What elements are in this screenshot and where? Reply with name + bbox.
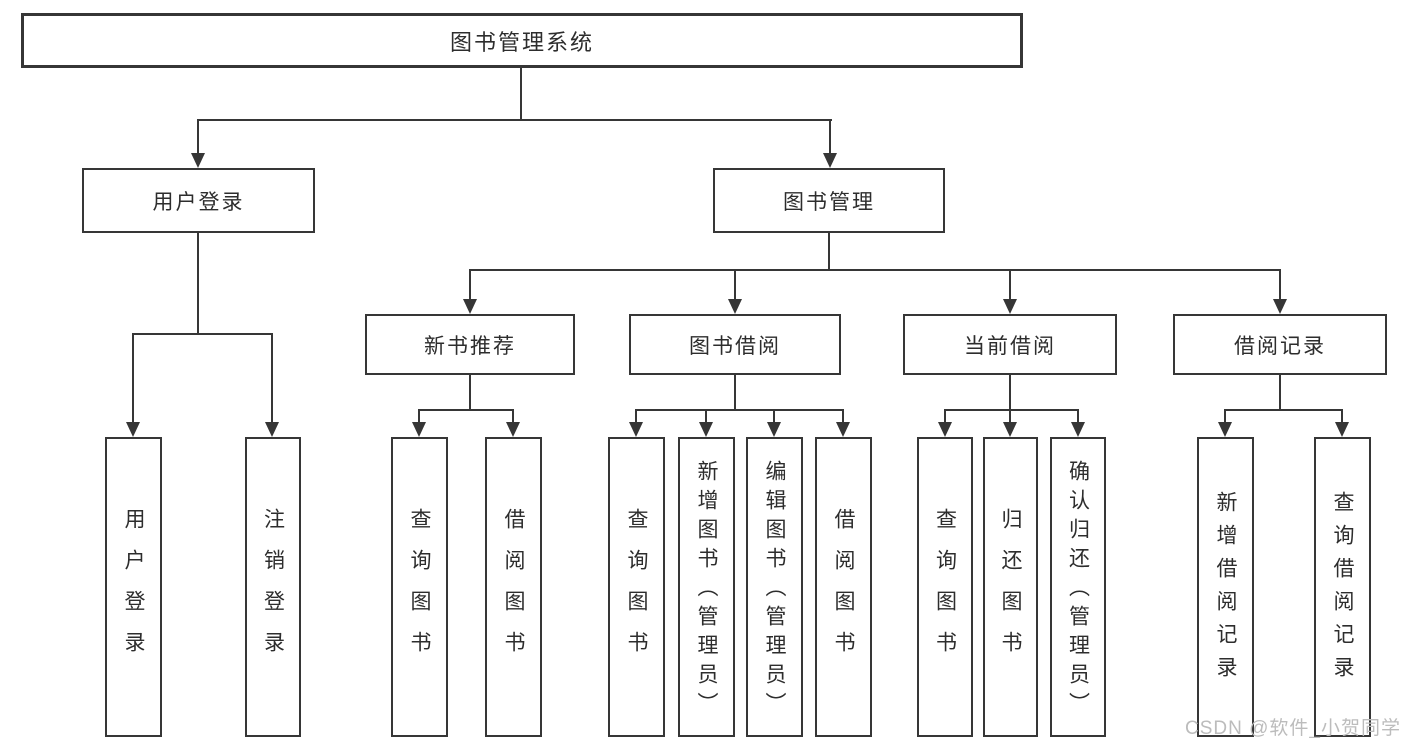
arrow-down-icon [1273,299,1287,314]
node-leaf-add-borrow-record: 新增借阅记录 [1197,437,1254,737]
connector-line [1341,409,1343,423]
connector-line [944,409,946,423]
connector-line [1009,409,1011,423]
connector-line [418,409,514,411]
connector-line [1279,375,1281,411]
connector-line [829,119,831,155]
node-leaf-query-borrow-record: 查询借阅记录 [1314,437,1371,737]
node-leaf-query-books-recommend: 查询图书 [391,437,448,737]
arrow-down-icon [823,153,837,168]
connector-line [842,409,844,423]
connector-line [469,375,471,411]
connector-line [1009,375,1011,411]
arrow-down-icon [191,153,205,168]
connector-line [271,333,273,423]
connector-line [635,409,844,411]
connector-line [1077,409,1079,423]
node-book-borrow: 图书借阅 [629,314,841,375]
node-leaf-edit-books-admin: 编辑图书（管理员） [746,437,803,737]
arrow-down-icon [629,422,643,437]
node-leaf-add-books-admin: 新增图书（管理员） [678,437,735,737]
arrow-down-icon [1335,422,1349,437]
connector-line [197,119,832,121]
arrow-down-icon [938,422,952,437]
connector-line [734,269,736,300]
connector-line [197,119,199,155]
connector-line [734,375,736,411]
node-user-login: 用户登录 [82,168,315,233]
arrow-down-icon [767,422,781,437]
connector-line [132,333,134,423]
connector-line [469,269,1281,271]
node-borrow-records: 借阅记录 [1173,314,1387,375]
connector-line [520,68,522,120]
arrow-down-icon [1218,422,1232,437]
connector-line [512,409,514,423]
node-leaf-user-login: 用户登录 [105,437,162,737]
csdn-watermark: CSDN @软件_小贺同学 [1185,718,1401,739]
node-leaf-query-books-borrow: 查询图书 [608,437,665,737]
arrow-down-icon [836,422,850,437]
node-leaf-query-books-current: 查询图书 [917,437,973,737]
node-library-system: 图书管理系统 [21,13,1023,68]
node-leaf-return-books: 归还图书 [983,437,1038,737]
connector-line [773,409,775,423]
node-book-management: 图书管理 [713,168,945,233]
connector-line [418,409,420,423]
arrow-down-icon [728,299,742,314]
node-leaf-borrow-books-recommend: 借阅图书 [485,437,542,737]
connector-line [469,269,471,300]
connector-line [1224,409,1343,411]
arrow-down-icon [506,422,520,437]
node-new-book-recommend: 新书推荐 [365,314,575,375]
connector-line [828,233,830,271]
arrow-down-icon [126,422,140,437]
connector-line [635,409,637,423]
connector-line [1224,409,1226,423]
node-leaf-borrow-books: 借阅图书 [815,437,872,737]
connector-line [1009,269,1011,300]
arrow-down-icon [1003,422,1017,437]
node-current-borrow: 当前借阅 [903,314,1117,375]
connector-line [705,409,707,423]
connector-line [197,233,199,334]
connector-line [132,333,273,335]
arrow-down-icon [463,299,477,314]
node-leaf-logout: 注销登录 [245,437,301,737]
arrow-down-icon [1003,299,1017,314]
connector-line [1279,269,1281,300]
arrow-down-icon [1071,422,1085,437]
arrow-down-icon [265,422,279,437]
arrow-down-icon [699,422,713,437]
node-leaf-confirm-return-admin: 确认归还（管理员） [1050,437,1106,737]
connector-line [944,409,1079,411]
arrow-down-icon [412,422,426,437]
